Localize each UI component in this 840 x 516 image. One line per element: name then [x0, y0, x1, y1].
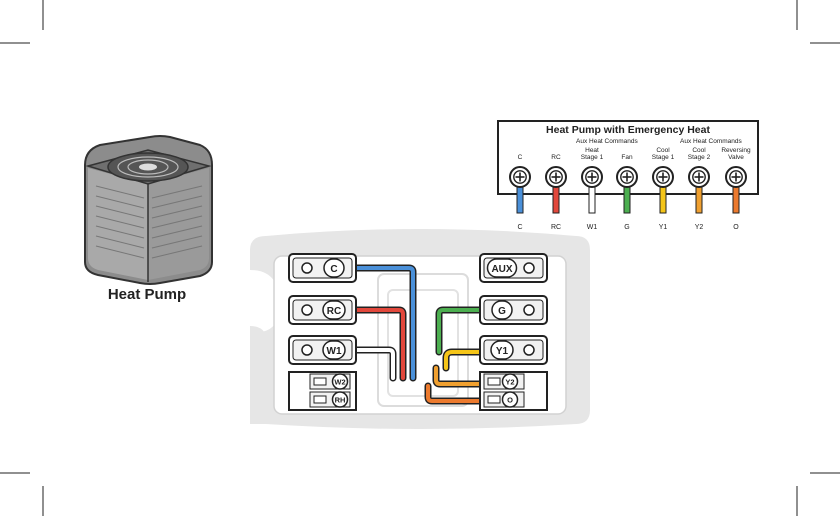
panel-terminal-top-label: Reversing — [721, 147, 751, 154]
panel-terminal-top-label: Cool — [692, 147, 706, 154]
panel-terminal-bottom-label: RC — [551, 224, 561, 231]
terminal-c: C — [289, 254, 356, 282]
terminal-rc: RC — [289, 296, 356, 324]
screw-hole-icon — [524, 305, 534, 315]
terminal-rh: RH — [310, 392, 350, 407]
aux-heat-commands-label-2: Aux Heat Commands — [680, 138, 743, 145]
terminal-aux: AUX — [480, 254, 547, 282]
terminal-panel: Heat Pump with Emergency Heat Aux Heat C… — [498, 121, 758, 231]
screw-icon — [689, 167, 709, 187]
panel-terminal-bottom-label: C — [517, 224, 522, 231]
terminal-label: RH — [335, 396, 346, 405]
panel-terminal-bottom-label: Y1 — [659, 224, 668, 231]
panel-terminal-top-label: C — [518, 154, 523, 161]
terminal-y1: Y1 — [480, 336, 547, 364]
terminal-g: G — [480, 296, 547, 324]
panel-terminal-top-label-2: Valve — [728, 154, 744, 161]
panel-title: Heat Pump with Emergency Heat — [546, 124, 710, 136]
push-slot-icon — [314, 378, 326, 385]
terminal-w2: W2 — [310, 374, 350, 389]
terminal-label: RC — [327, 306, 341, 317]
screw-icon — [617, 167, 637, 187]
panel-terminal-bottom-label: O — [733, 224, 739, 231]
panel-wire-stub — [660, 185, 666, 213]
terminal-label: Y2 — [505, 378, 514, 387]
terminal-label: C — [330, 264, 337, 275]
panel-terminal-top-label: RC — [551, 154, 561, 161]
panel-terminal-top-label-2: Stage 2 — [688, 154, 711, 161]
push-slot-icon — [314, 396, 326, 403]
terminal-o: O — [484, 392, 524, 407]
screw-icon — [726, 167, 746, 187]
panel-wire-stub — [624, 185, 630, 213]
aux-heat-commands-label-1: Aux Heat Commands — [576, 138, 639, 145]
push-slot-icon — [488, 396, 500, 403]
panel-wire-stub — [589, 185, 595, 213]
panel-terminal-top-label-2: Stage 1 — [581, 154, 604, 161]
terminal-label: Y1 — [496, 346, 509, 357]
heat-pump-label: Heat Pump — [108, 286, 186, 303]
terminal-label: AUX — [491, 264, 512, 275]
screw-hole-icon — [302, 263, 312, 273]
heat-pump-illustration — [85, 136, 212, 284]
panel-wire-stub — [553, 185, 559, 213]
panel-terminal-bottom-label: Y2 — [695, 224, 704, 231]
terminal-label: W1 — [327, 346, 342, 357]
screw-hole-icon — [524, 263, 534, 273]
terminal-label: G — [498, 306, 506, 317]
panel-terminal-top-label-2: Stage 1 — [652, 154, 675, 161]
screw-hole-icon — [524, 345, 534, 355]
panel-terminal-top-label: Heat — [585, 147, 599, 154]
screw-icon — [546, 167, 566, 187]
panel-terminal-bottom-label: G — [624, 224, 629, 231]
panel-terminal-top-label: Fan — [621, 154, 633, 161]
screw-hole-icon — [302, 345, 312, 355]
panel-wire-stub — [517, 185, 523, 213]
terminal-label: O — [507, 396, 513, 405]
screw-icon — [653, 167, 673, 187]
panel-terminal-bottom-label: W1 — [587, 224, 598, 231]
screw-icon — [510, 167, 530, 187]
screw-icon — [582, 167, 602, 187]
terminal-w1: W1 — [289, 336, 356, 364]
terminal-y2: Y2 — [484, 374, 524, 389]
panel-wire-stub — [696, 185, 702, 213]
terminal-label: W2 — [334, 378, 345, 387]
panel-wire-stub — [733, 185, 739, 213]
screw-hole-icon — [302, 305, 312, 315]
push-slot-icon — [488, 378, 500, 385]
panel-terminal-top-label: Cool — [656, 147, 670, 154]
